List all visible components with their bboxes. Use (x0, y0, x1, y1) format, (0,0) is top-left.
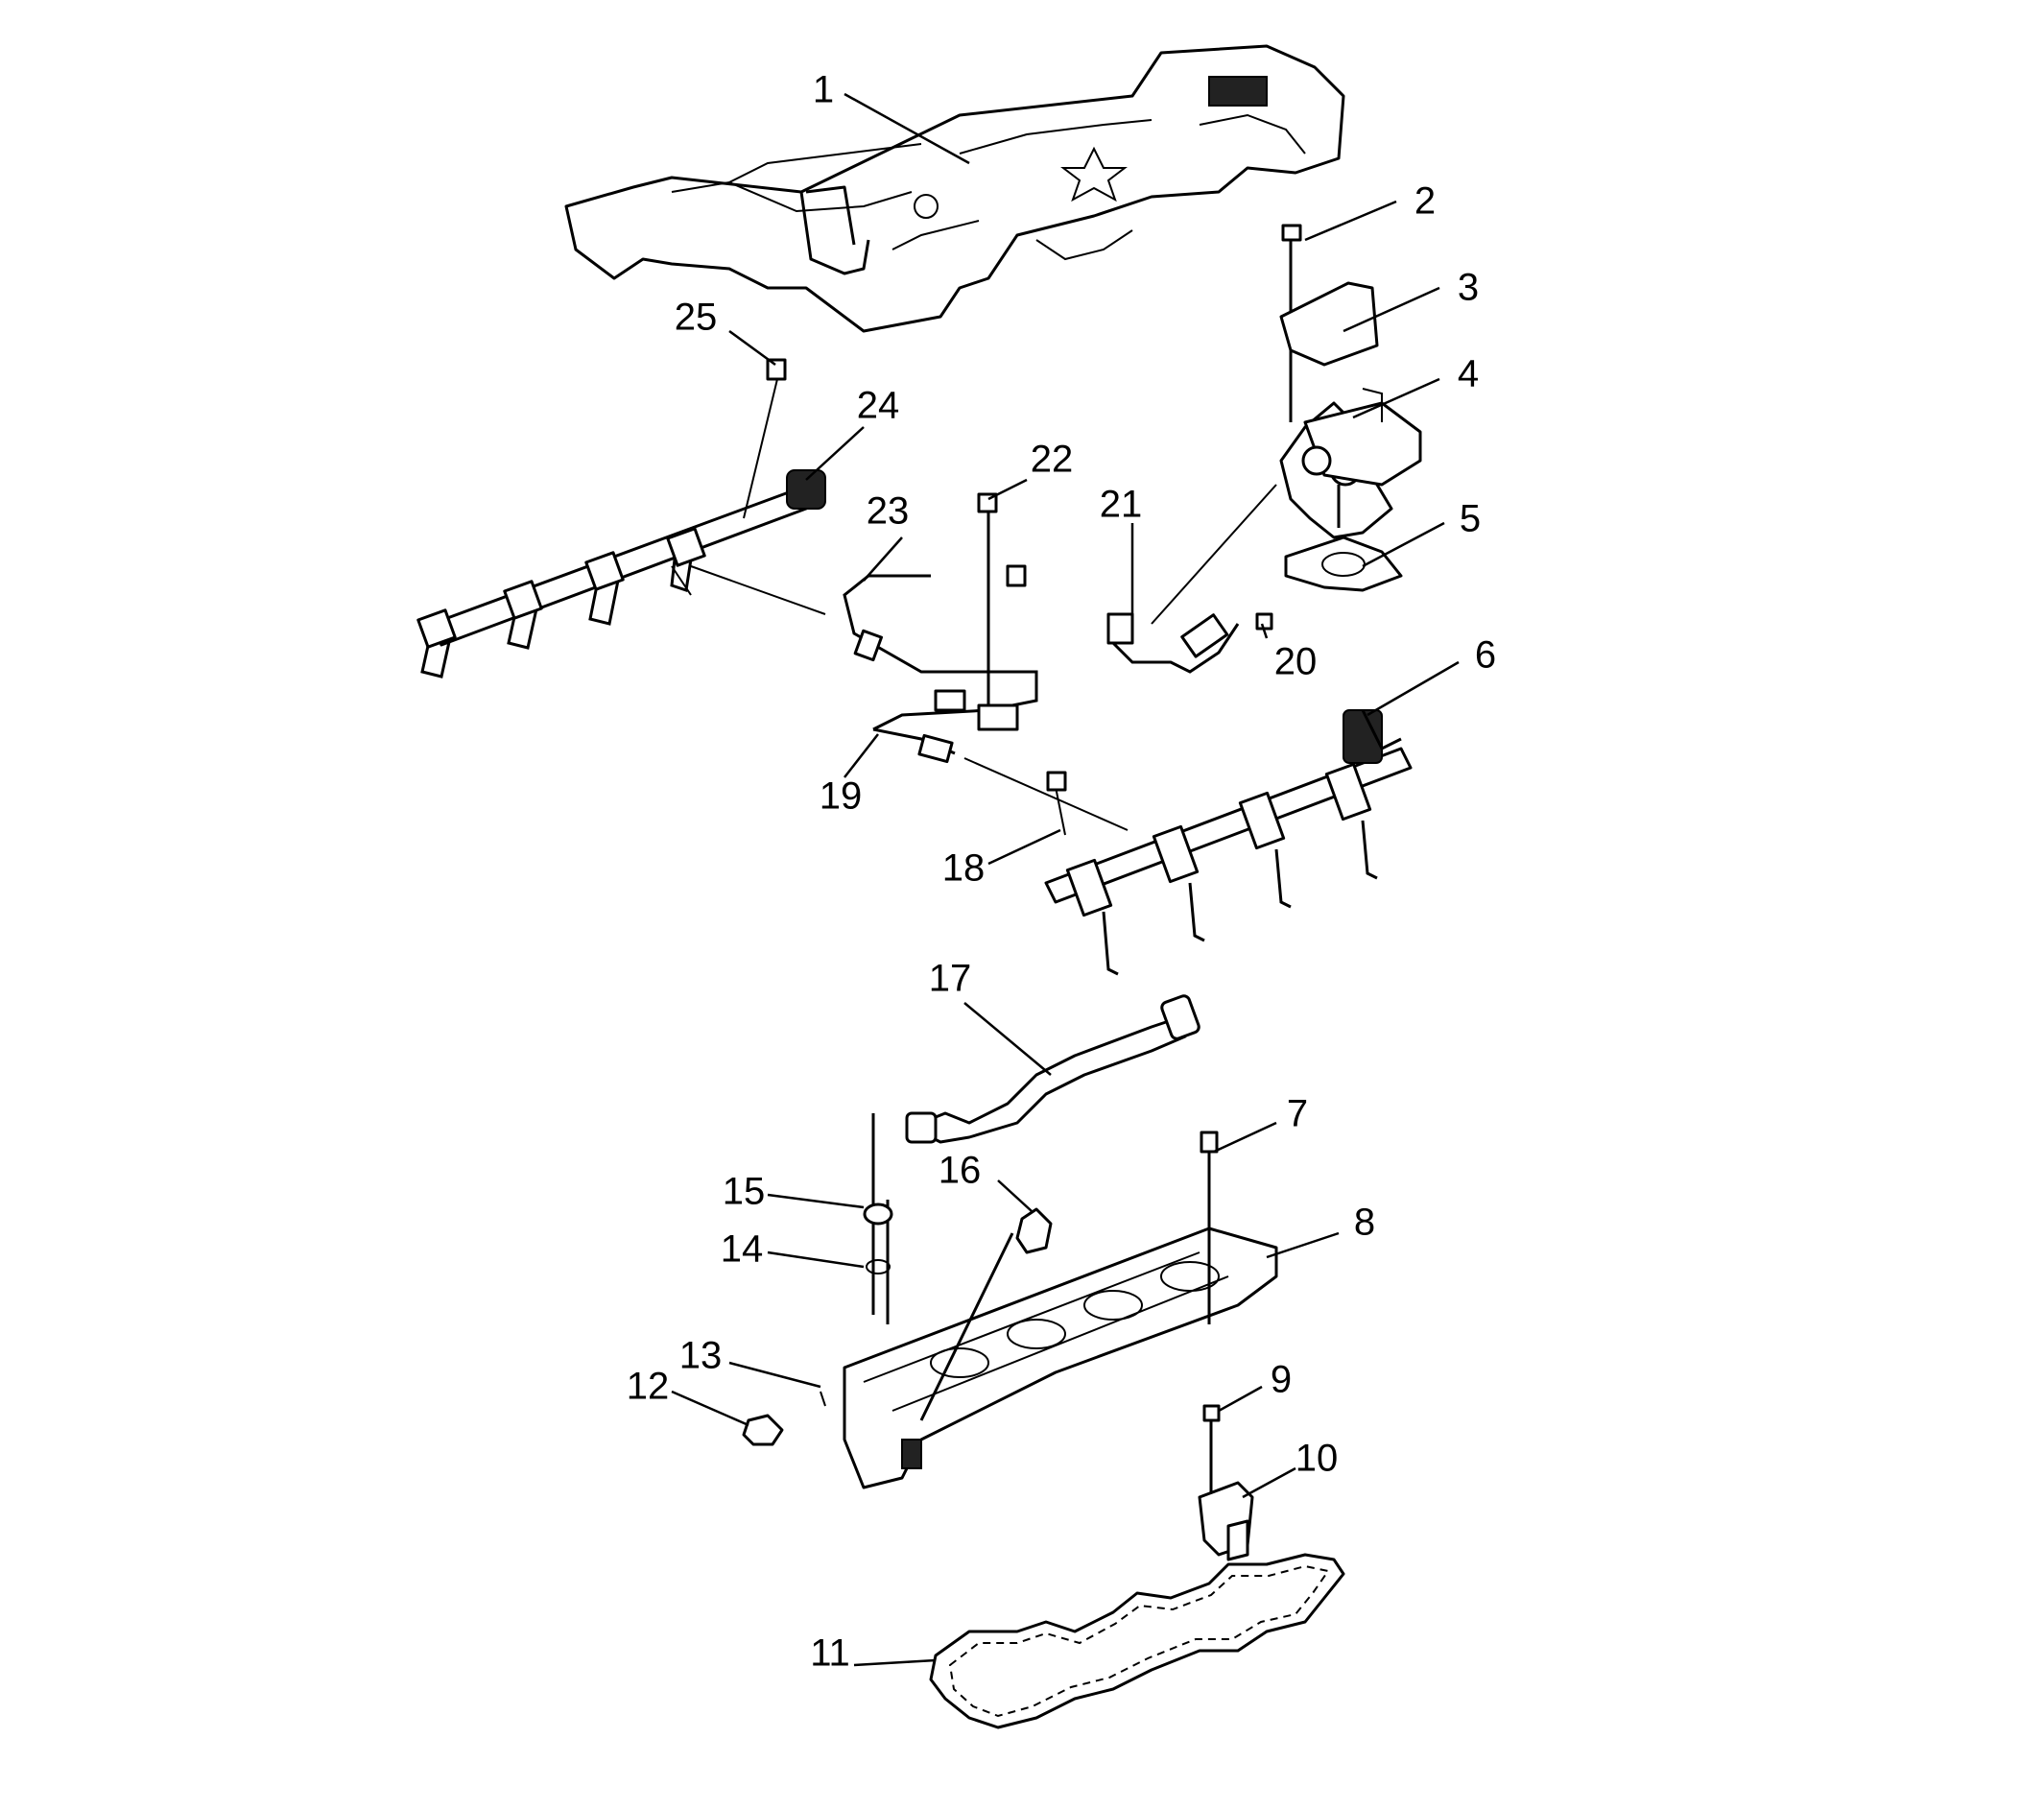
engine-cover-part (564, 44, 1345, 333)
callout-labels: 1 2 3 4 5 6 7 8 9 10 11 12 13 14 15 16 1… (627, 69, 1496, 1675)
callout-1: 1 (813, 69, 834, 111)
callout-3: 3 (1458, 267, 1479, 309)
callout-22: 22 (1031, 439, 1074, 481)
callout-18: 18 (942, 847, 986, 890)
callout-5: 5 (1460, 498, 1481, 540)
right-fuel-rail-part (963, 709, 1413, 976)
callout-19: 19 (820, 775, 863, 818)
callout-15: 15 (723, 1171, 766, 1213)
left-fuel-rail-part (416, 358, 826, 679)
fuel-pump-part (1279, 224, 1422, 592)
fasteners-group (742, 1131, 1219, 1446)
callout-10: 10 (1295, 1438, 1339, 1480)
fuel-feed-pipe-part (843, 492, 1038, 764)
callout-9: 9 (1271, 1359, 1292, 1401)
callout-23: 23 (867, 490, 910, 533)
callout-25: 25 (675, 297, 718, 339)
callout-21: 21 (1100, 484, 1143, 526)
solenoid-part (1198, 1404, 1254, 1561)
callout-24: 24 (857, 385, 900, 427)
gasket-part (929, 1553, 1345, 1729)
callout-6: 6 (1475, 634, 1496, 677)
leader-lines (671, 92, 1460, 1667)
callout-2: 2 (1414, 180, 1436, 223)
callout-12: 12 (627, 1366, 670, 1408)
callout-7: 7 (1287, 1093, 1308, 1135)
callout-16: 16 (939, 1150, 982, 1192)
callout-4: 4 (1458, 353, 1479, 395)
callout-8: 8 (1354, 1202, 1375, 1244)
callout-13: 13 (679, 1335, 723, 1377)
pump-outlet-pipe-part (1106, 484, 1277, 674)
valley-cover-part (843, 1113, 1278, 1489)
callout-17: 17 (929, 958, 972, 1000)
callout-20: 20 (1274, 641, 1318, 683)
callout-14: 14 (721, 1228, 764, 1271)
hose-part (905, 994, 1200, 1144)
callout-11: 11 (810, 1632, 850, 1675)
